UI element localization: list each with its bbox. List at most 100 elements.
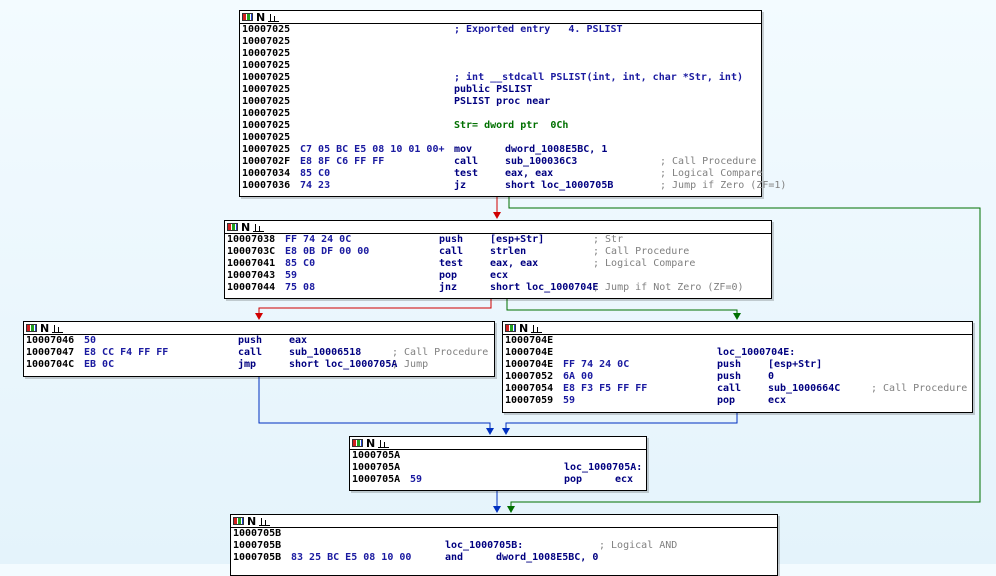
line-label[interactable]: loc_1000705B: (445, 540, 524, 551)
node-n-icon[interactable]: N (40, 321, 50, 335)
line-label[interactable]: Str= dword ptr 0Ch (454, 120, 569, 131)
graph-colors-icon[interactable] (352, 439, 363, 447)
edge-fallthrough-4[interactable] (505, 411, 738, 428)
line-address: 10007059 (505, 395, 554, 406)
opcode-bytes: 83 25 BC E5 08 10 00 (291, 552, 412, 563)
disasm-line[interactable]: 1000704E (503, 335, 972, 347)
disasm-line[interactable]: 1000705A (350, 450, 646, 462)
instruction-operands[interactable]: dword_1008E5BC, 0 (496, 552, 599, 563)
instruction-operands[interactable]: short loc_1000704E (490, 282, 599, 293)
instruction-comment: ; Call Procedure (660, 156, 757, 167)
instruction-operands[interactable]: [esp+Str] (490, 234, 545, 245)
instruction-operands[interactable]: sub_100036C3 (505, 156, 578, 167)
opcode-bytes: 75 08 (285, 282, 316, 293)
instruction-operands[interactable]: eax (289, 335, 308, 346)
instruction-comment: ; Jump (392, 359, 429, 370)
line-label[interactable]: loc_1000705A: (564, 462, 643, 473)
line-label[interactable]: PSLIST proc near (454, 96, 551, 107)
line-address: 10007052 (505, 371, 554, 382)
disasm-line[interactable]: 10007025 (240, 132, 761, 144)
disasm-line[interactable]: 10007025 (240, 48, 761, 60)
instruction-operands[interactable]: eax, eax (505, 168, 554, 179)
disasm-line[interactable]: 10007025; Exported entry 4. PSLIST (240, 24, 761, 36)
instruction-operands[interactable]: ecx (768, 395, 787, 406)
instruction-comment: ; Jump if Not Zero (ZF=0) (593, 282, 744, 293)
line-label[interactable]: loc_1000704E: (717, 347, 796, 358)
disasm-line[interactable]: 10007025 (240, 108, 761, 120)
node-n-icon[interactable]: N (256, 10, 266, 24)
graph-colors-icon[interactable] (505, 324, 516, 332)
instruction-operands[interactable]: short loc_1000705B (505, 180, 614, 191)
instruction-operands[interactable]: dword_1008E5BC, 1 (505, 144, 608, 155)
instruction-operands[interactable]: sub_10006518 (289, 347, 362, 358)
graph-colors-icon[interactable] (26, 324, 37, 332)
node-n-icon[interactable]: N (366, 436, 376, 450)
instruction-mnemonic: push (439, 234, 464, 245)
instruction-operands[interactable]: ecx (615, 474, 634, 485)
disasm-line[interactable]: 10007025; int __stdcall PSLIST(int, int,… (240, 72, 761, 84)
edge-jnz-false[interactable] (258, 297, 492, 314)
line-label[interactable]: ; Exported entry 4. PSLIST (454, 24, 623, 35)
disasm-line[interactable]: 10007025 (240, 60, 761, 72)
node-n-icon[interactable]: N (247, 514, 257, 528)
graph-colors-icon[interactable] (227, 223, 238, 231)
graph-colors-icon[interactable] (242, 13, 253, 21)
line-label[interactable]: public PSLIST (454, 84, 533, 95)
disasm-line[interactable]: 10007025 (240, 36, 761, 48)
graph-layout-icon[interactable] (52, 323, 64, 333)
instruction-operands[interactable]: ecx (490, 270, 509, 281)
instruction-operands[interactable]: strlen (490, 246, 527, 257)
line-label[interactable]: ; int __stdcall PSLIST(int, int, char *S… (454, 72, 743, 83)
edge-jmp[interactable] (258, 375, 491, 428)
graph-layout-icon[interactable] (253, 222, 265, 232)
graph-colors-icon[interactable] (233, 517, 244, 525)
instruction-operands[interactable]: eax, eax (490, 258, 539, 269)
graph-layout-icon[interactable] (531, 323, 543, 333)
graph-layout-icon[interactable] (378, 438, 390, 448)
instruction-operands[interactable]: [esp+Str] (768, 359, 823, 370)
instruction-operands[interactable]: sub_1000664C (768, 383, 841, 394)
instruction-mnemonic: mov (454, 144, 473, 155)
edge-jz-true[interactable] (508, 195, 981, 508)
node-n-icon[interactable]: N (519, 321, 529, 335)
edge-jnz-true[interactable] (506, 297, 738, 314)
graph-layout-icon[interactable] (259, 516, 271, 526)
line-address: 10007036 (242, 180, 291, 191)
node-n-icon[interactable]: N (241, 220, 251, 234)
graph-layout-icon[interactable] (268, 12, 280, 22)
instruction-mnemonic: push (717, 371, 742, 382)
instruction-operands[interactable]: 0 (768, 371, 775, 382)
instruction-operands[interactable]: short loc_1000705A (289, 359, 398, 370)
disasm-line[interactable]: 1000705B (231, 528, 777, 540)
